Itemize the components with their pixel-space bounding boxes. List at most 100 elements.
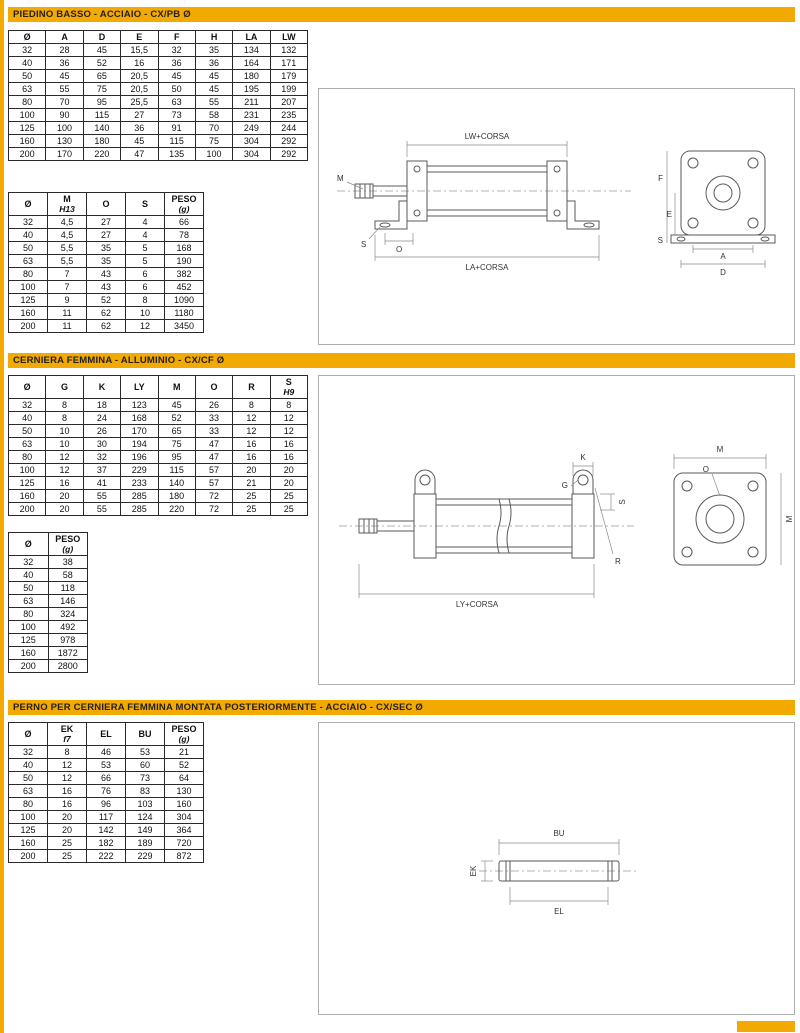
table-cell: 20 (269, 476, 309, 490)
table-cell: 10 (45, 424, 84, 438)
column-header: F (157, 30, 196, 44)
table-cell: 195 (232, 82, 271, 96)
table-cell: 75 (194, 134, 234, 148)
table-cell: 47 (194, 450, 234, 464)
table-cell: 285 (120, 489, 159, 503)
section-header-perno: PERNO PER CERNIERA FEMMINA MONTATA POSTE… (8, 700, 795, 715)
table-cell: 58 (47, 568, 88, 582)
table-cell: 220 (82, 147, 122, 161)
table-cell: 103 (125, 797, 165, 811)
table-cell: 52 (164, 758, 204, 772)
table-cell: 4 (125, 228, 165, 242)
column-header: Ø (7, 30, 47, 44)
table-cell: 12 (269, 411, 309, 425)
table-cell: 64 (164, 771, 204, 785)
table-cell: 135 (157, 147, 196, 161)
table-cell: 189 (125, 836, 165, 850)
table-cell: 249 (232, 121, 271, 135)
table-cell: 16 (232, 437, 271, 451)
dim-label-la-corsa: LA+CORSA (466, 263, 510, 272)
table-cell: 45 (157, 398, 196, 412)
table-cell: 25 (47, 836, 87, 850)
table-cell: 62 (86, 319, 126, 333)
table-cell: 160 (8, 646, 49, 660)
table-cell: 180 (157, 489, 196, 503)
table-cell: 160 (7, 134, 47, 148)
table-cell: 115 (157, 463, 196, 477)
table-cell: 66 (164, 215, 204, 229)
column-header: M (157, 375, 196, 399)
dim-label-m: M (337, 174, 344, 183)
table-cell: 45 (120, 134, 159, 148)
table-cell: 8 (45, 398, 84, 412)
table-cell: 364 (164, 823, 204, 837)
table-cell: 170 (120, 424, 159, 438)
table-cell: 16 (269, 437, 309, 451)
table-cell: 28 (45, 43, 84, 57)
table-cell: 40 (7, 411, 47, 425)
table-cell: 12 (125, 319, 165, 333)
dim-label-ly-corsa: LY+CORSA (456, 600, 499, 609)
table-cell: 63 (7, 437, 47, 451)
table-cell: 180 (232, 69, 271, 83)
table-cell: 20 (45, 502, 84, 516)
table-cell: 160 (8, 836, 48, 850)
table-cell: 70 (194, 121, 234, 135)
dim-label-g: G (562, 481, 568, 490)
table-cell: 40 (8, 758, 48, 772)
table-cell: 229 (120, 463, 159, 477)
column-header: PESO(g) (47, 532, 88, 556)
table-cell: 63 (8, 254, 48, 268)
table-cell: 41 (82, 476, 122, 490)
table-cell: 170 (45, 147, 84, 161)
table-cell: 45 (157, 69, 196, 83)
table-cell: 196 (120, 450, 159, 464)
table-cell: 146 (47, 594, 88, 608)
table-cell: 25 (232, 502, 271, 516)
dim-label-s: S (618, 499, 627, 504)
table-cell: 231 (232, 108, 271, 122)
table-cell: 78 (164, 228, 204, 242)
table-cell: 40 (8, 568, 49, 582)
table-cell: 100 (8, 280, 48, 294)
table-cell: 8 (269, 398, 309, 412)
table-cell: 200 (8, 659, 49, 673)
table-cell: 149 (125, 823, 165, 837)
table-cell: 140 (157, 476, 196, 490)
table-cell: 50 (8, 581, 49, 595)
table-cell: 33 (194, 424, 234, 438)
table-cell: 62 (86, 306, 126, 320)
table-cell: 43 (86, 280, 126, 294)
dim-label-s-end: S (658, 236, 663, 245)
table-cell: 55 (194, 95, 234, 109)
table-cell: 5,5 (47, 254, 87, 268)
table-cell: 12 (269, 424, 309, 438)
table-cell: 11 (47, 306, 87, 320)
table-cell: 65 (157, 424, 196, 438)
column-header: D (82, 30, 122, 44)
table-cell: 4 (125, 215, 165, 229)
table-cell: 5,5 (47, 241, 87, 255)
table-cell: 72 (194, 489, 234, 503)
dim-label-el: EL (554, 907, 564, 916)
column-header: O (194, 375, 234, 399)
table-cell: 125 (8, 633, 49, 647)
table-cell: 8 (45, 411, 84, 425)
table-cell: 75 (82, 82, 122, 96)
column-header: LY (120, 375, 159, 399)
table-cell: 96 (86, 797, 126, 811)
accent-stripe (0, 0, 4, 1033)
table-cell: 75 (157, 437, 196, 451)
table-cell: 45 (45, 69, 84, 83)
